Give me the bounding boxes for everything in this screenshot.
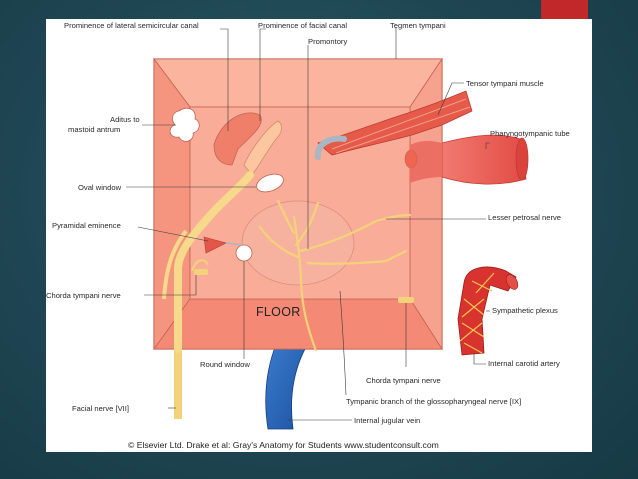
internal-jugular-vein	[265, 330, 313, 430]
tympanic-plexus	[258, 199, 412, 283]
label-tensor-tympani: Tensor tympani muscle	[466, 79, 544, 88]
label-pyramidal-eminence: Pyramidal eminence	[52, 221, 121, 230]
tensor-tympani-muscle	[317, 90, 473, 156]
facial-canal-prominence	[243, 120, 282, 176]
label-promontory: Promontory	[308, 37, 348, 46]
label-aditus-1: Aditus to	[110, 115, 140, 124]
pharyngotympanic-tube	[441, 134, 527, 185]
label-pharyngotympanic-tube: Pharyngotympanic tube	[490, 129, 570, 138]
tympanic-branch-nerve	[299, 280, 318, 352]
lateral-canal-prominence	[213, 112, 262, 166]
slide-accent-bar	[541, 0, 588, 20]
oval-window-shape	[256, 173, 284, 193]
aditus-opening	[169, 107, 200, 142]
anatomy-figure-panel: Prominence of lateral semicircular canal…	[46, 19, 592, 452]
posterior-wall	[153, 57, 191, 351]
label-tegmen-tympani: Tegmen tympani	[390, 21, 446, 30]
chorda-tympani-nerve	[191, 259, 209, 272]
label-internal-carotid-artery: Internal carotid artery	[488, 359, 560, 368]
label-aditus-2: mastoid antrum	[68, 125, 121, 134]
label-facial-nerve: Facial nerve [VII]	[72, 404, 129, 413]
round-window-shape	[235, 244, 253, 262]
label-chorda-tympani-right: Chorda tympani nerve	[366, 376, 441, 385]
label-sympathetic-plexus: Sympathetic plexus	[492, 306, 558, 315]
leader-lines	[126, 27, 490, 421]
tegmen-roof	[153, 58, 443, 108]
copyright-credit: © Elsevier Ltd. Drake et al: Gray's Anat…	[128, 440, 439, 450]
middle-ear-illustration	[126, 27, 529, 430]
label-lesser-petrosal-nerve: Lesser petrosal nerve	[488, 213, 562, 222]
label-internal-jugular-vein: Internal jugular vein	[354, 416, 421, 425]
internal-carotid-artery	[457, 266, 517, 356]
chorda-right-marker	[398, 297, 414, 303]
label-facial-canal: Prominence of facial canal	[258, 21, 348, 30]
chorda-left-marker	[194, 269, 208, 275]
tensor-tendon	[314, 135, 347, 160]
floor-label: FLOOR	[256, 305, 301, 319]
label-lateral-semicircular-canal: Prominence of lateral semicircular canal	[64, 21, 199, 30]
label-tympanic-branch: Tympanic branch of the glossopharyngeal …	[346, 397, 522, 406]
label-round-window: Round window	[200, 360, 250, 369]
sympathetic-plexus-fibres	[459, 272, 495, 354]
label-chorda-tympani-left: Chorda tympani nerve	[46, 291, 121, 300]
label-oval-window: Oval window	[78, 183, 122, 192]
pyramidal-eminence-shape	[203, 236, 227, 254]
